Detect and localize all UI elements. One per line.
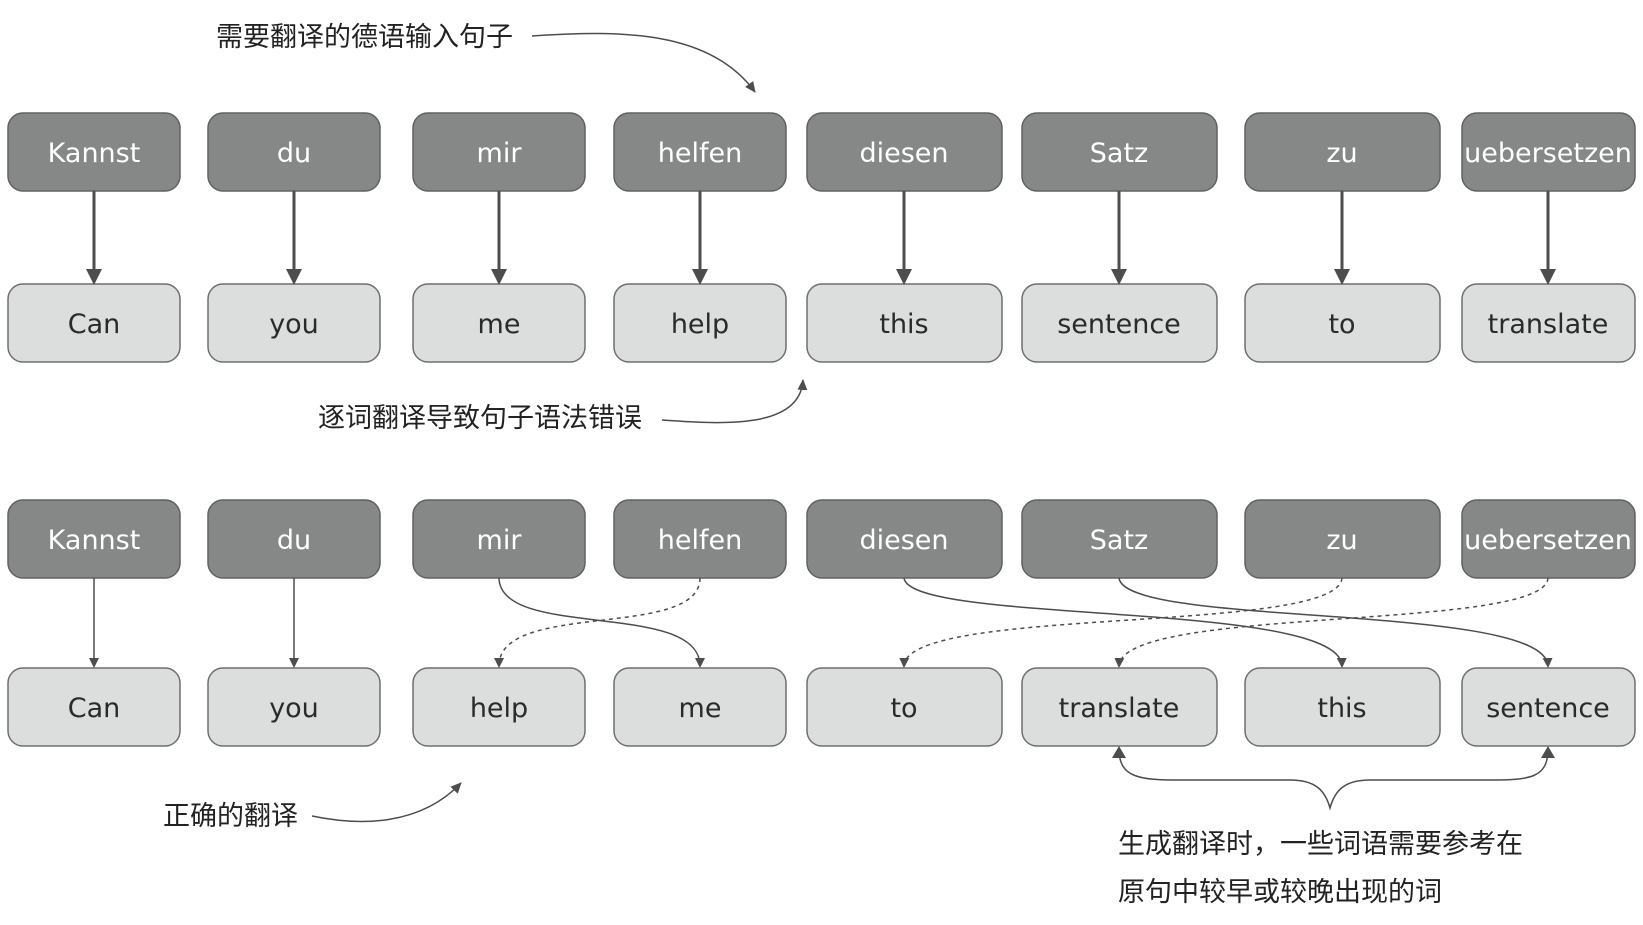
section1-target-row: Can you me help this sentence to transla…: [7, 283, 1636, 363]
source-word: Kannst: [48, 138, 141, 169]
alignment-arrow-dotted: [899, 577, 1343, 668]
source-word-box: helfen: [613, 112, 787, 192]
target-word-box: you: [207, 667, 381, 747]
reorder-note-line2: 原句中较早或较晚出现的词: [1118, 877, 1442, 908]
source-word: helfen: [658, 525, 742, 556]
context-brace: [1118, 748, 1549, 811]
source-word: du: [277, 525, 311, 556]
alignment-arrow-dotted: [494, 577, 701, 668]
source-word-box: diesen: [806, 112, 1003, 192]
source-word-box: Satz: [1021, 499, 1218, 579]
alignment-arrow: [903, 577, 1347, 668]
section1-source-row: Kannst du mir helfen diesen Satz zu uebe…: [7, 112, 1636, 192]
source-word: diesen: [859, 138, 948, 169]
target-word: translate: [1488, 309, 1609, 340]
target-word-box: to: [806, 667, 1003, 747]
target-word: Can: [68, 693, 121, 724]
alignment-arrow: [498, 577, 705, 668]
target-word: translate: [1059, 693, 1180, 724]
target-word: sentence: [1057, 309, 1181, 340]
target-word: this: [879, 309, 928, 340]
correct-translation-pointer: [311, 782, 462, 823]
reorder-note-line1: 生成翻译时，一些词语需要参考在: [1118, 829, 1523, 860]
source-word: Satz: [1090, 138, 1148, 169]
target-word: me: [478, 309, 521, 340]
source-word: Kannst: [48, 525, 141, 556]
target-word-box: sentence: [1021, 283, 1218, 363]
source-word-box: Kannst: [7, 499, 181, 579]
target-word: this: [1317, 693, 1366, 724]
target-word: help: [470, 693, 528, 724]
source-word: diesen: [859, 525, 948, 556]
section2-source-row: Kannst du mir helfen diesen Satz zu uebe…: [7, 499, 1636, 579]
section2-arrows: [89, 577, 1553, 668]
input-sentence-pointer: [531, 32, 756, 93]
target-word-box: to: [1244, 283, 1441, 363]
target-word: Can: [68, 309, 121, 340]
source-word-box: helfen: [613, 499, 787, 579]
target-word: you: [269, 693, 319, 724]
target-word-box: this: [1244, 667, 1441, 747]
source-word: Satz: [1090, 525, 1148, 556]
target-word-box: me: [412, 283, 586, 363]
source-word-box: mir: [412, 112, 586, 192]
target-word-box: Can: [7, 667, 181, 747]
target-word-box: sentence: [1461, 667, 1636, 747]
section1-arrows: [86, 191, 1556, 285]
source-word: uebersetzen: [1464, 138, 1632, 169]
source-word: helfen: [658, 138, 742, 169]
target-word: help: [671, 309, 729, 340]
target-word-box: Can: [7, 283, 181, 363]
target-word: me: [679, 693, 722, 724]
brace-arrowhead: [1541, 746, 1555, 758]
word-by-word-error-pointer: [661, 379, 808, 424]
source-word-box: Satz: [1021, 112, 1218, 192]
source-word: uebersetzen: [1464, 525, 1632, 556]
source-word-box: uebersetzen: [1461, 499, 1636, 579]
source-word-box: du: [207, 499, 381, 579]
target-word-box: help: [613, 283, 787, 363]
target-word-box: translate: [1021, 667, 1218, 747]
source-word: zu: [1326, 525, 1357, 556]
input-sentence-label: 需要翻译的德语输入句子: [216, 22, 513, 53]
target-word: to: [890, 693, 917, 724]
alignment-arrow: [1118, 577, 1553, 668]
source-word-box: du: [207, 112, 381, 192]
brace-arrowhead: [1112, 746, 1126, 758]
target-word-box: me: [613, 667, 787, 747]
source-word-box: zu: [1244, 112, 1441, 192]
source-word-box: diesen: [806, 499, 1003, 579]
source-word: zu: [1326, 138, 1357, 169]
target-word-box: help: [412, 667, 586, 747]
source-word-box: mir: [412, 499, 586, 579]
correct-translation-label: 正确的翻译: [163, 801, 298, 832]
target-word-box: you: [207, 283, 381, 363]
source-word: mir: [477, 138, 523, 169]
target-word: you: [269, 309, 319, 340]
source-word-box: zu: [1244, 499, 1441, 579]
source-word: du: [277, 138, 311, 169]
source-word: mir: [477, 525, 523, 556]
source-word-box: Kannst: [7, 112, 181, 192]
word-by-word-error-label: 逐词翻译导致句子语法错误: [318, 403, 642, 434]
target-word-box: translate: [1461, 283, 1636, 363]
target-word: to: [1328, 309, 1355, 340]
target-word: sentence: [1486, 693, 1610, 724]
section2-target-row: Can you help me to translate this senten…: [7, 667, 1636, 747]
target-word-box: this: [806, 283, 1003, 363]
alignment-arrow-dotted: [1114, 577, 1549, 668]
source-word-box: uebersetzen: [1461, 112, 1636, 192]
